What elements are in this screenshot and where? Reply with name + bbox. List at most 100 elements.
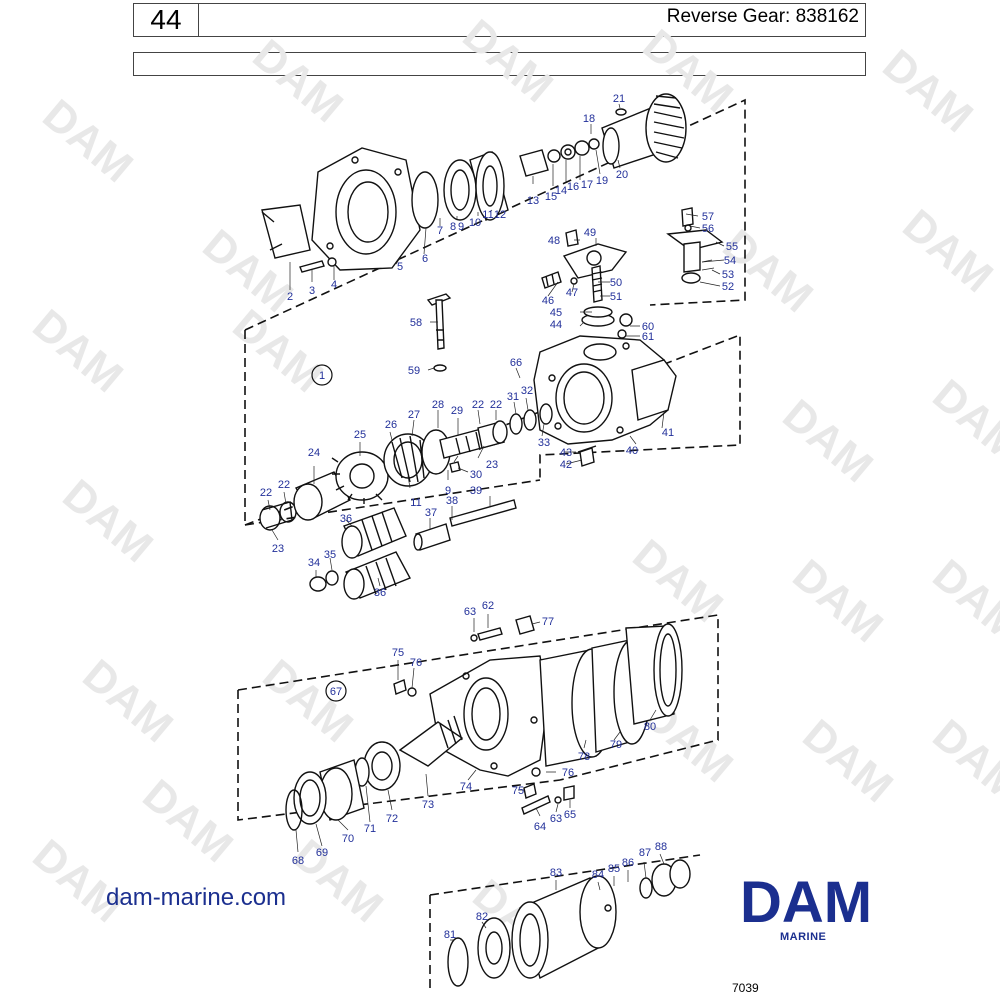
- callout-one-label: 1: [319, 370, 325, 382]
- svg-text:DAM: DAM: [894, 200, 1000, 302]
- header-bar: 44 Reverse Gear: 838162: [133, 3, 866, 37]
- part-label: 47: [566, 287, 578, 299]
- dipstick-assembly: [426, 293, 452, 372]
- part-label: 12: [494, 209, 506, 221]
- part-label: 52: [722, 281, 734, 293]
- part-label: 63: [464, 606, 476, 618]
- part-label: 11: [482, 209, 493, 221]
- leader-lines: [267, 103, 725, 941]
- part-label: 53: [722, 269, 734, 281]
- part-label: 71: [364, 823, 376, 835]
- part-label: 22: [472, 399, 484, 411]
- part-label: 2: [287, 291, 293, 303]
- part-label: 22: [278, 479, 290, 491]
- part-label: 43: [560, 447, 572, 459]
- svg-text:DAM: DAM: [794, 710, 902, 812]
- part-label: 39: [470, 485, 482, 497]
- part-label: 62: [482, 600, 494, 612]
- svg-text:DAM: DAM: [924, 550, 1000, 652]
- part-label: 9: [458, 221, 464, 233]
- upper-housing-assembly: [261, 93, 687, 273]
- svg-text:DAM: DAM: [924, 710, 1000, 812]
- logo-wordmark: DAM: [740, 872, 872, 928]
- part-label: 18: [583, 113, 595, 125]
- part-label: 82: [476, 911, 488, 923]
- part-label: 74: [460, 781, 472, 793]
- svg-text:DAM: DAM: [134, 770, 242, 872]
- part-label: 60: [642, 321, 654, 333]
- svg-text:DAM: DAM: [624, 530, 732, 632]
- subheader-bar: [133, 52, 866, 76]
- callout-circle-one: [311, 364, 333, 386]
- part-label: 51: [610, 291, 622, 303]
- svg-text:DAM: DAM: [874, 40, 982, 142]
- svg-text:DAM: DAM: [784, 550, 892, 652]
- part-label: 6: [422, 253, 428, 265]
- part-label: 49: [584, 227, 596, 239]
- page-number: 44: [134, 4, 199, 36]
- gear-shaft-assembly: [259, 409, 537, 600]
- output-housing-assembly: [285, 615, 683, 831]
- website-link[interactable]: dam-marine.com: [106, 884, 287, 911]
- part-label: 68: [292, 855, 304, 867]
- part-label: 57: [702, 211, 714, 223]
- part-label: 25: [354, 429, 366, 441]
- svg-text:DAM: DAM: [54, 470, 162, 572]
- part-label: 37: [425, 507, 437, 519]
- part-label: 83: [550, 867, 562, 879]
- part-label: 42: [560, 459, 572, 471]
- part-label: 26: [385, 419, 397, 431]
- part-label: 77: [542, 616, 554, 628]
- part-label: 19: [596, 175, 608, 187]
- part-label: 72: [386, 813, 398, 825]
- part-label: 33: [538, 437, 550, 449]
- part-label: 38: [446, 495, 458, 507]
- part-label: 40: [626, 445, 638, 457]
- part-label: 80: [644, 721, 656, 733]
- part-label: 36: [340, 513, 352, 525]
- watermark-pattern: DAM DAM DAM DAM DAM DAM DAM DAM DAM DAM …: [24, 10, 1000, 972]
- part-label: 24: [308, 447, 320, 459]
- part-label: 48: [548, 235, 560, 247]
- svg-text:DAM: DAM: [924, 370, 1000, 472]
- dam-logo: DAM: [740, 872, 872, 928]
- part-label: 85: [608, 863, 620, 875]
- part-label: 46: [542, 295, 554, 307]
- part-label: 73: [422, 799, 434, 811]
- part-label: 86: [622, 857, 634, 869]
- part-label: 15: [545, 191, 557, 203]
- part-label: 9: [445, 485, 451, 497]
- part-label: 36: [374, 587, 386, 599]
- part-label: 5: [397, 261, 403, 273]
- part-label: 61: [642, 331, 654, 343]
- part-label: 88: [655, 841, 667, 853]
- svg-text:DAM: DAM: [774, 390, 882, 492]
- part-label: 50: [610, 277, 622, 289]
- part-label: 81: [444, 929, 456, 941]
- part-label: 64: [534, 821, 546, 833]
- bottom-drum-assembly: [447, 859, 691, 987]
- part-label: 35: [324, 549, 336, 561]
- part-label: 23: [272, 543, 284, 555]
- part-label: 44: [550, 319, 562, 331]
- part-label: 54: [724, 255, 736, 267]
- svg-text:DAM: DAM: [24, 830, 132, 932]
- logo-subtext: MARINE: [780, 931, 827, 943]
- part-label: 27: [408, 409, 420, 421]
- part-label: 78: [578, 751, 590, 763]
- part-label: 45: [550, 307, 562, 319]
- part-label: 16: [567, 181, 579, 193]
- part-label: 59: [408, 365, 420, 377]
- part-label: 23: [486, 459, 498, 471]
- svg-text:DAM: DAM: [24, 300, 132, 402]
- part-label: 22: [260, 487, 272, 499]
- part-label: 14: [555, 185, 567, 197]
- part-label: 55: [726, 241, 738, 253]
- svg-text:DAM: DAM: [74, 650, 182, 752]
- callout-circle-sixty-seven: [325, 680, 347, 702]
- svg-text:DAM: DAM: [454, 10, 562, 112]
- part-label: 66: [510, 357, 522, 369]
- part-label: 76: [410, 657, 422, 669]
- part-label: 22: [490, 399, 502, 411]
